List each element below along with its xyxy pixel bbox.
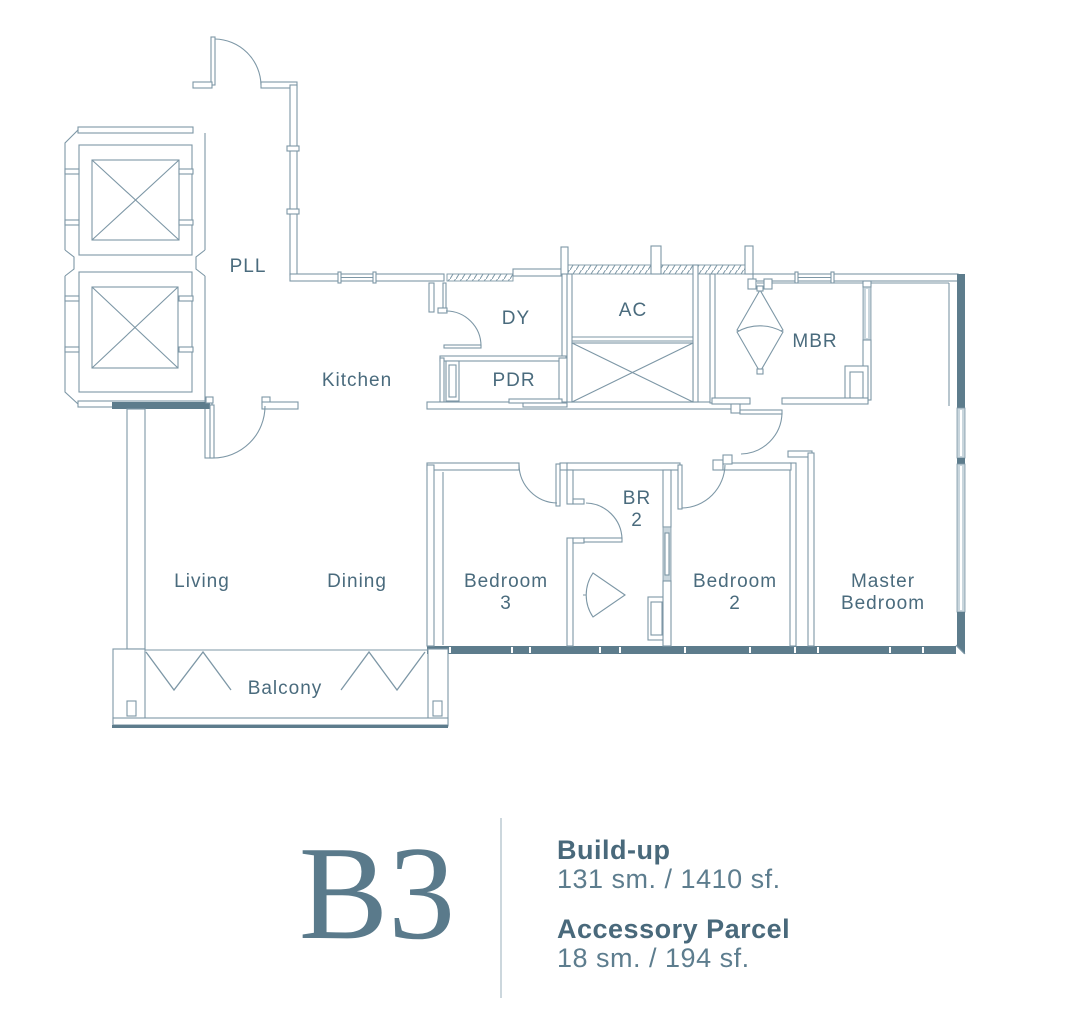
- balcony-structure: [112, 408, 449, 728]
- room-label-dining: Dining: [327, 571, 387, 592]
- entry-door: [192, 36, 298, 89]
- buildup-label: Build-up: [557, 835, 671, 865]
- br2-room: [566, 469, 672, 647]
- room-label-living: Living: [174, 571, 230, 592]
- accessory-label: Accessory Parcel: [557, 914, 791, 944]
- room-label-mbr: MBR: [792, 331, 837, 352]
- ac-room: [566, 264, 716, 404]
- pdr-room: [439, 355, 568, 404]
- svg-text:Bedroom: Bedroom: [841, 593, 925, 614]
- room-label-pdr: PDR: [492, 370, 535, 391]
- room-label-balcony: Balcony: [248, 678, 323, 699]
- room-label-br2: BR 2: [623, 488, 651, 531]
- top-vent-walls: [446, 245, 754, 282]
- mbr-room: [711, 278, 872, 414]
- mbr-door: [739, 409, 783, 455]
- buildup-value: 131 sm. / 1410 sf.: [557, 864, 781, 894]
- bedroom3-door: [518, 463, 561, 507]
- living-door: [209, 404, 266, 459]
- pll-east-wall: [286, 84, 300, 276]
- unit-name: B3: [298, 819, 456, 967]
- svg-text:Bedroom: Bedroom: [693, 571, 777, 592]
- kitchen-top-wall: [289, 271, 445, 284]
- svg-text:BR: BR: [623, 488, 651, 509]
- room-label-master-bedroom: Master Bedroom: [841, 571, 925, 614]
- master-suite-walls: [712, 450, 815, 647]
- pdr-sliding-door: [508, 398, 568, 408]
- room-label-bedroom2: Bedroom 2: [693, 571, 777, 614]
- bedroom3-west-wall: [426, 464, 444, 647]
- right-wall: [956, 274, 966, 654]
- floor-plan: PLL Kitchen DY PDR AC MBR Living Dining …: [64, 36, 966, 728]
- svg-text:Master: Master: [851, 571, 915, 592]
- room-label-kitchen: Kitchen: [322, 370, 392, 391]
- room-label-pll: PLL: [230, 256, 267, 277]
- dy-room: [428, 273, 569, 359]
- svg-text:Bedroom: Bedroom: [464, 571, 548, 592]
- room-label-ac: AC: [619, 300, 647, 321]
- room-label-bedroom3: Bedroom 3: [464, 571, 548, 614]
- hallway-north-wall: [426, 401, 735, 410]
- elevator-shaft-2: [64, 271, 194, 393]
- accessory-value: 18 sm. / 194 sf.: [557, 943, 750, 973]
- svg-text:3: 3: [500, 593, 512, 614]
- svg-text:2: 2: [729, 593, 741, 614]
- corridor-south-wall: [426, 462, 792, 471]
- room-label-dy: DY: [502, 308, 530, 329]
- unit-info: Build-up 131 sm. / 1410 sf. Accessory Pa…: [557, 836, 790, 994]
- living-top-wall: [112, 396, 299, 410]
- elevator-shaft-1: [64, 144, 194, 256]
- divider-line: [500, 818, 502, 998]
- bedroom2-door: [677, 454, 733, 510]
- svg-text:2: 2: [631, 510, 643, 531]
- balcony-folding-doors: [145, 650, 426, 692]
- bottom-window-wall: [427, 644, 966, 655]
